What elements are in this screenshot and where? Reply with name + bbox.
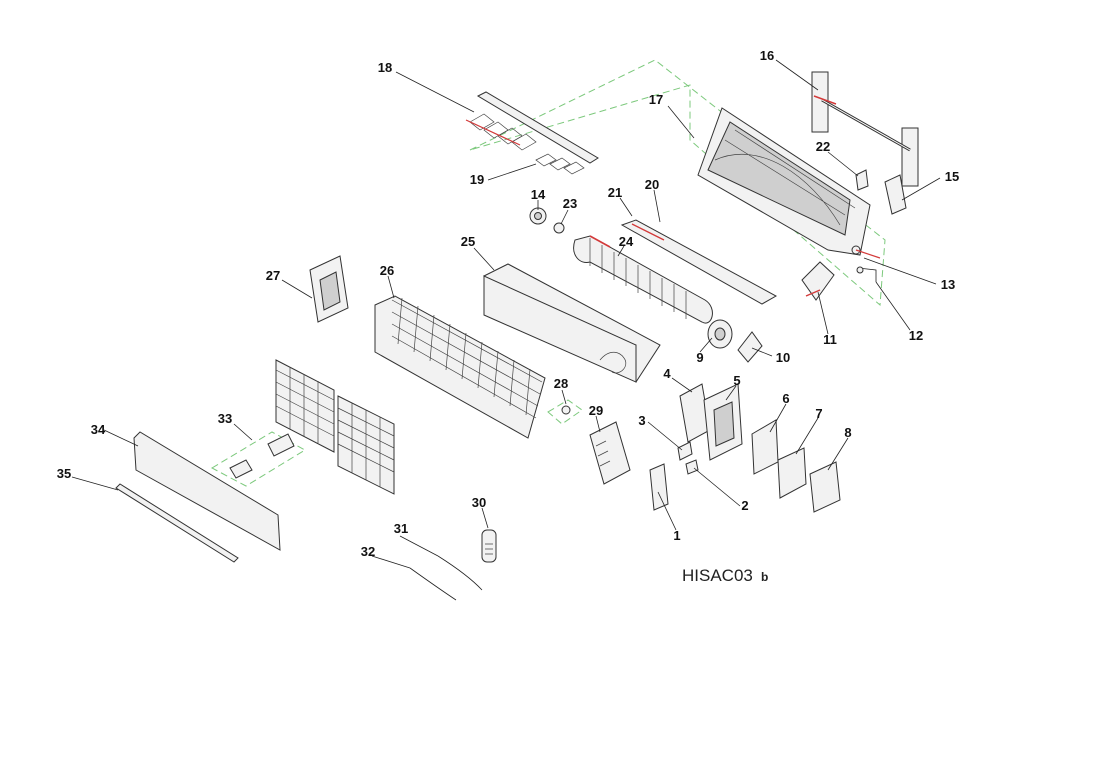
callout-23: 23	[563, 196, 577, 211]
part-19-louvre-set	[535, 153, 585, 175]
callout-16: 16	[760, 48, 774, 63]
callout-3: 3	[638, 413, 645, 428]
callout-24: 24	[619, 234, 634, 249]
part-6-board-cover	[751, 419, 779, 475]
callout-26: 26	[380, 263, 394, 278]
part-16-mounting-plate	[811, 71, 919, 187]
part-31-cable	[437, 555, 483, 591]
callout-17: 17	[649, 92, 663, 107]
callout-18: 18	[378, 60, 392, 75]
part-1-control-board	[649, 463, 669, 511]
callout-34: 34	[91, 422, 106, 437]
part-3-terminal	[677, 441, 693, 461]
callout-31: 31	[394, 521, 408, 536]
part-9-fan-motor	[707, 319, 733, 349]
part-12-sensor	[856, 266, 877, 282]
callout-labels: 1 2 3 4 5 6 7 8 9 10 11 12 13 14 15 16 1…	[57, 48, 959, 559]
callout-29: 29	[589, 403, 603, 418]
callout-14: 14	[531, 187, 546, 202]
part-14-gear	[529, 207, 547, 225]
callout-9: 9	[696, 350, 703, 365]
part-7-main-pcb	[777, 447, 807, 499]
part-24-crossflow-fan	[573, 235, 713, 324]
diagram-code-label: HISAC03 b	[682, 566, 768, 585]
part-26-front-frame	[374, 295, 546, 439]
callout-25: 25	[461, 234, 475, 249]
callout-21: 21	[608, 185, 622, 200]
callout-20: 20	[645, 177, 659, 192]
part-23-bushing	[553, 222, 565, 234]
part-15-bracket	[884, 174, 907, 215]
part-8-terminal-cover	[809, 461, 841, 513]
callout-6: 6	[782, 391, 789, 406]
part-11-side-bracket	[801, 261, 835, 301]
assembly-outlines	[210, 59, 886, 487]
callout-33: 33	[218, 411, 232, 426]
part-13-pipe-sensor	[851, 245, 881, 259]
callout-15: 15	[945, 169, 959, 184]
callout-7: 7	[815, 406, 822, 421]
part-33-holder	[229, 433, 295, 479]
callout-8: 8	[844, 425, 851, 440]
part-29-display-board	[589, 421, 631, 485]
part-30-remote-control	[481, 529, 497, 563]
assembly-outline-17	[469, 59, 886, 307]
assembly-outline-28	[547, 399, 583, 425]
callout-13: 13	[941, 277, 955, 292]
diagram-code-suffix: b	[761, 570, 768, 584]
callout-28: 28	[554, 376, 568, 391]
part-5-electric-box	[703, 383, 743, 461]
callout-1: 1	[673, 528, 680, 543]
callout-10: 10	[776, 350, 790, 365]
part-28-clip	[561, 405, 571, 415]
callout-27: 27	[266, 268, 280, 283]
part-25-evaporator	[483, 263, 661, 383]
part-20-rail	[620, 219, 778, 305]
callout-12: 12	[909, 328, 923, 343]
callout-22: 22	[816, 139, 830, 154]
diagram-code: HISAC03	[682, 566, 753, 585]
part-35-trim-strip	[115, 483, 239, 563]
filter-panels	[275, 359, 395, 495]
part-27-box-cover	[309, 255, 349, 323]
callout-11: 11	[823, 332, 837, 347]
callout-4: 4	[663, 366, 671, 381]
part-22-clip	[855, 169, 869, 191]
callout-30: 30	[472, 495, 486, 510]
part-32-cable	[409, 567, 457, 601]
part-34-front-panel	[133, 431, 281, 551]
callout-32: 32	[361, 544, 375, 559]
callout-2: 2	[741, 498, 748, 513]
callout-5: 5	[733, 373, 740, 388]
part-18-louvre-rail	[465, 91, 599, 164]
assembly-outline-33	[210, 431, 306, 487]
part-17-chassis	[697, 107, 871, 256]
callout-19: 19	[470, 172, 484, 187]
callout-35: 35	[57, 466, 71, 481]
part-2-connector	[685, 459, 699, 475]
part-10-motor-clamp	[737, 331, 763, 363]
leader-lines	[71, 59, 941, 569]
